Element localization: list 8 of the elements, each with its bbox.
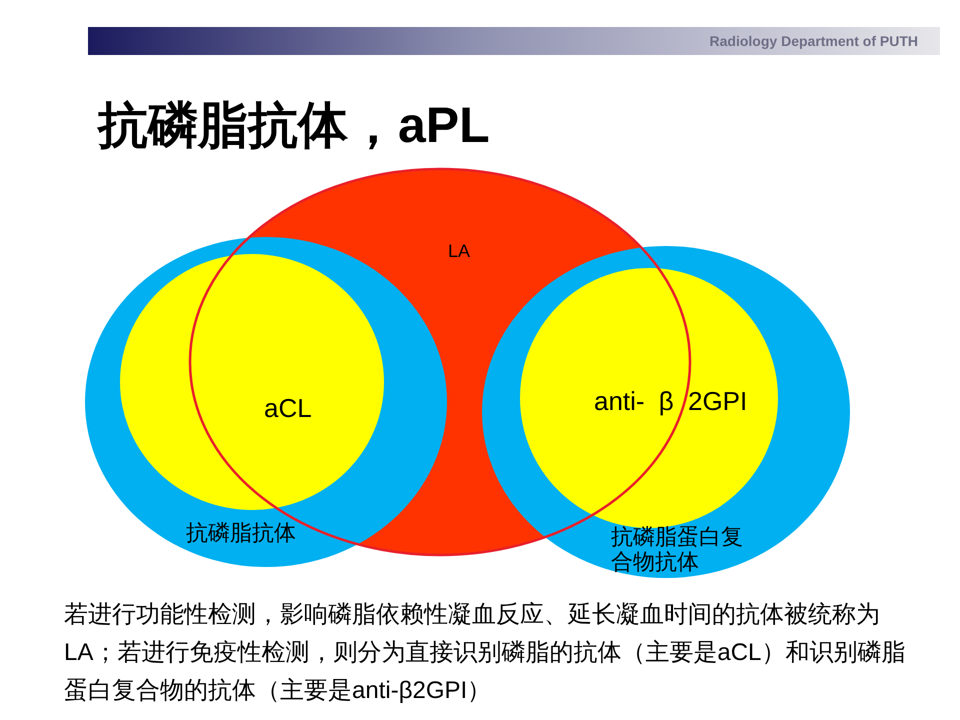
title: 抗磷脂抗体，aPL bbox=[98, 96, 490, 155]
venn-label: 抗磷脂蛋白复合物抗体 bbox=[611, 525, 744, 574]
venn-label: LA bbox=[448, 240, 472, 263]
note-paragraph: 若进行功能性检测，影响磷脂依赖性凝血反应、延长凝血时间的抗体被统称为LA；若进行免疫性检测，则分为直接识别磷脂的抗体（主要是aCL）和识别磷脂蛋白复合物的抗体（主要是anti-β2GPI） bbox=[64, 600, 906, 706]
venn-label: 抗磷脂抗体 bbox=[186, 519, 297, 547]
venn-label: anti- β 2GPI bbox=[594, 385, 748, 418]
header-text: Radiology Department of PUTH bbox=[710, 33, 918, 49]
venn-label: aCL bbox=[264, 392, 313, 425]
